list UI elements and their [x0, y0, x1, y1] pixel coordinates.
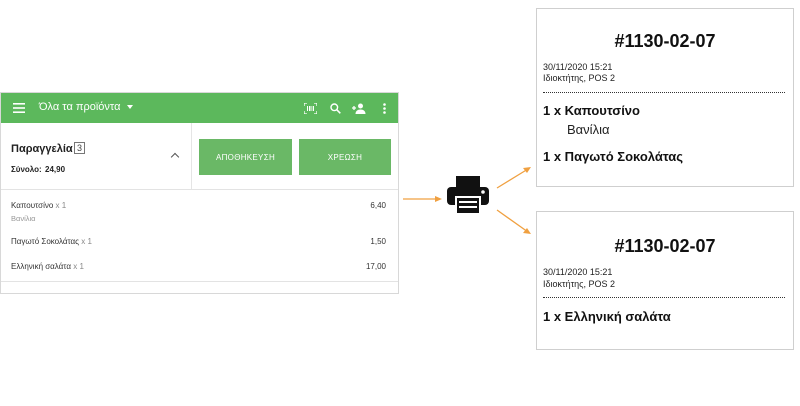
ticket-modifier: Βανίλια: [567, 122, 610, 137]
order-item-modifier: Βανίλια: [11, 214, 36, 223]
divider: [1, 281, 398, 282]
ticket-owner: Ιδιοκτήτης, POS 2: [543, 279, 615, 289]
chevron-up-icon[interactable]: [170, 152, 180, 162]
order-item-price: 1,50: [370, 237, 386, 246]
order-title: Παραγγελία: [11, 143, 73, 155]
kitchen-ticket: #1130-02-07 30/11/2020 15:21 Ιδιοκτήτης,…: [536, 211, 794, 350]
ticket-separator: [543, 92, 785, 93]
ticket-line: 1 x Ελληνική σαλάτα: [543, 309, 671, 324]
charge-button[interactable]: ΧΡΕΩΣΗ: [299, 139, 391, 175]
app-bar: Όλα τα προϊόντα: [1, 93, 398, 123]
order-item-name: Καπουτσίνο: [11, 201, 54, 210]
ticket-number: #1130-02-07: [614, 236, 716, 256]
pos-panel: Όλα τα προϊόντα Παραγγελία 3 Σύνολο: 24,…: [1, 93, 398, 293]
order-item-name: Ελληνική σαλάτα: [11, 262, 71, 271]
save-button[interactable]: ΑΠΟΘΗΚΕΥΣΗ: [199, 139, 292, 175]
add-person-icon[interactable]: [351, 100, 367, 116]
kitchen-ticket: #1130-02-07 30/11/2020 15:21 Ιδιοκτήτης,…: [536, 8, 794, 187]
ticket-datetime: 30/11/2020 15:21: [543, 267, 613, 277]
menu-icon[interactable]: [11, 100, 27, 116]
dropdown-caret-icon[interactable]: [127, 105, 133, 109]
divider: [1, 189, 398, 190]
ticket-line: 1 x Καπουτσίνο: [543, 103, 640, 118]
ticket-number: #1130-02-07: [614, 31, 716, 51]
order-item-qty: x 1: [55, 201, 67, 210]
category-dropdown[interactable]: Όλα τα προϊόντα: [39, 101, 121, 113]
printer-icon: [444, 172, 492, 218]
ticket-separator: [543, 297, 785, 298]
more-vert-icon[interactable]: [376, 100, 392, 116]
order-count-badge: 3: [74, 142, 85, 154]
ticket-owner: Ιδιοκτήτης, POS 2: [543, 73, 615, 83]
ticket-datetime: 30/11/2020 15:21: [543, 62, 613, 72]
order-header[interactable]: Παραγγελία 3 Σύνολο: 24,90: [1, 123, 192, 189]
order-item-qty: x 1: [81, 237, 92, 246]
ticket-line: 1 x Παγωτό Σοκολάτας: [543, 149, 684, 164]
search-icon[interactable]: [327, 100, 343, 116]
order-total-label: Σύνολο:: [11, 165, 42, 174]
order-total-value: 24,90: [45, 165, 66, 174]
order-item-name: Παγωτό Σοκολάτας: [11, 237, 79, 246]
order-item-qty: x 1: [73, 262, 84, 271]
order-item-price: 6,40: [370, 201, 386, 210]
barcode-icon[interactable]: [302, 100, 318, 116]
order-item-price: 17,00: [365, 262, 386, 271]
